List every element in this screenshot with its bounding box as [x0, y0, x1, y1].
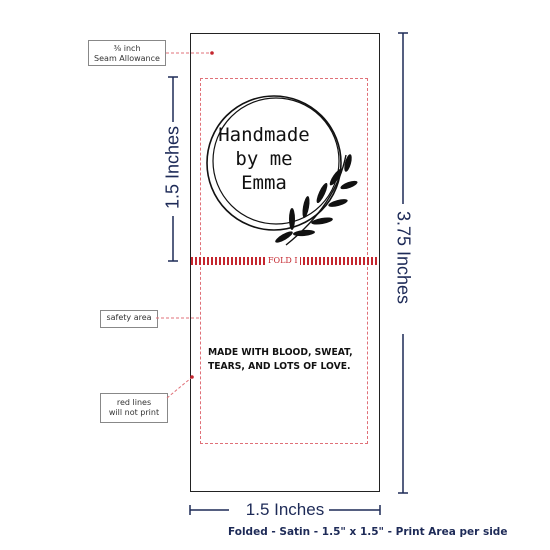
label-main-line1: Handmade	[218, 124, 310, 146]
wreath-icon	[206, 95, 358, 246]
seam-leader-line	[166, 51, 214, 55]
seam-allowance-callout: ⅜ inch Seam Allowance	[88, 40, 166, 66]
seam-text: Seam Allowance	[94, 54, 160, 63]
bottom-dimension-bracket	[189, 505, 381, 515]
safety-leader-line	[156, 317, 200, 319]
red-lines-callout: red lines will not print	[100, 393, 168, 423]
label-secondary-line1: MADE WITH BLOOD, SWEAT,	[208, 347, 353, 358]
seam-fraction: ⅜ inch	[113, 44, 141, 53]
label-main-line3: Emma	[241, 172, 287, 194]
safety-text: safety area	[106, 313, 152, 322]
right-dimension-label: 3.75 Inches	[393, 210, 414, 305]
red-lines-leader-line	[166, 375, 194, 399]
red-lines-text1: red lines	[116, 398, 152, 407]
label-secondary-line2: TEARS, AND LOTS OF LOVE.	[208, 361, 351, 372]
red-lines-text2: will not print	[108, 408, 160, 417]
safety-area-callout: safety area	[100, 310, 158, 328]
bottom-dimension-label: 1.5 Inches	[245, 500, 325, 519]
fold-label: FOLD I	[266, 256, 300, 265]
left-dimension-bracket	[168, 76, 178, 262]
label-outline	[190, 33, 380, 492]
left-dimension-label: 1.5 Inches	[162, 125, 183, 210]
label-main-line2: by me	[235, 148, 293, 170]
caption: Folded - Satin - 1.5" x 1.5" - Print Are…	[228, 526, 508, 538]
right-dimension-bracket	[398, 32, 408, 494]
